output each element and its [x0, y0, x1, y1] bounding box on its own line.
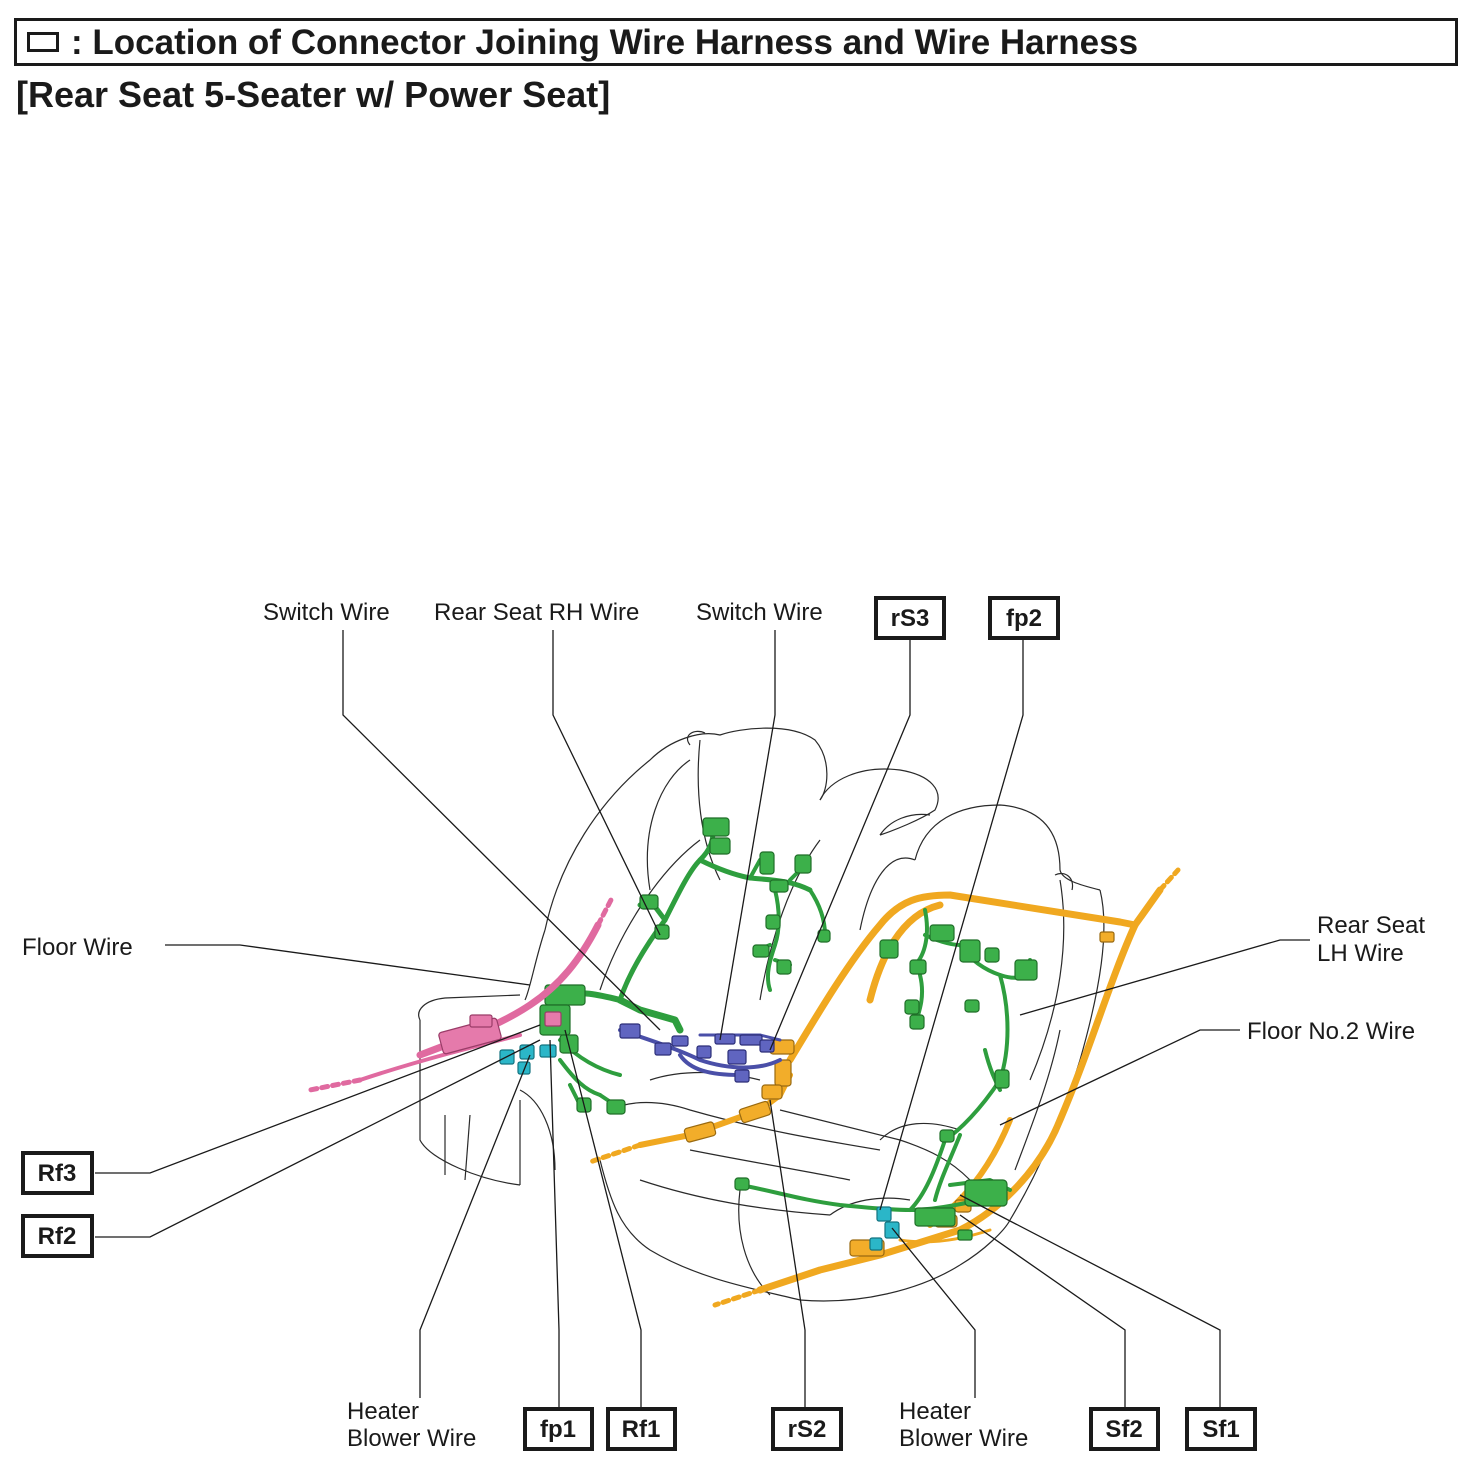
connector-code-Sf1: Sf1	[1202, 1416, 1239, 1443]
label-rear-seat-lh-wire-2: LH Wire	[1317, 940, 1404, 967]
connector-code-rS3: rS3	[891, 605, 930, 632]
label-heater-blower-right-2: Blower Wire	[899, 1425, 1028, 1452]
legend-header-box: : Location of Connector Joining Wire Har…	[14, 18, 1458, 66]
label-heater-blower-left-2: Blower Wire	[347, 1425, 476, 1452]
connector-code-rS2: rS2	[788, 1416, 827, 1443]
orange-harness	[587, 867, 1181, 1308]
connector-box-Sf1: Sf1	[1185, 1407, 1257, 1451]
connector-code-Rf1: Rf1	[622, 1416, 661, 1443]
connector-box-rS3: rS3	[874, 596, 946, 640]
connector-box-rS2: rS2	[771, 1407, 843, 1451]
connector-code-Rf2: Rf2	[38, 1223, 77, 1250]
connector-box-Rf2: Rf2	[21, 1214, 94, 1258]
connector-code-Rf3: Rf3	[38, 1160, 77, 1187]
label-floor-wire: Floor Wire	[22, 934, 133, 961]
leader-lines	[95, 630, 1310, 1408]
heater-blower-connectors	[499, 1044, 900, 1251]
label-floor-no2-wire: Floor No.2 Wire	[1247, 1018, 1415, 1045]
page-title: : Location of Connector Joining Wire Har…	[71, 23, 1139, 62]
pink-harness	[307, 895, 615, 1093]
connector-box-Sf2: Sf2	[1089, 1407, 1160, 1451]
label-rear-seat-rh-wire: Rear Seat RH Wire	[434, 599, 639, 626]
connector-symbol-icon	[27, 32, 59, 52]
label-switch-wire-left: Switch Wire	[263, 599, 390, 626]
connector-box-Rf3: Rf3	[21, 1151, 94, 1195]
label-switch-wire-right: Switch Wire	[696, 599, 823, 626]
label-heater-blower-left-1: Heater	[347, 1398, 419, 1425]
seat-outline	[418, 727, 1105, 1302]
green-harness	[539, 817, 1038, 1241]
page-subtitle: [Rear Seat 5-Seater w/ Power Seat]	[16, 74, 611, 115]
connector-box-fp2: fp2	[988, 596, 1060, 640]
connector-code-fp1: fp1	[540, 1416, 576, 1443]
blue-harness	[618, 1023, 782, 1083]
connector-code-Sf2: Sf2	[1105, 1416, 1142, 1443]
connector-code-fp2: fp2	[1006, 605, 1042, 632]
connector-box-fp1: fp1	[523, 1407, 594, 1451]
label-heater-blower-right-1: Heater	[899, 1398, 971, 1425]
label-rear-seat-lh-wire-1: Rear Seat	[1317, 912, 1425, 939]
connector-box-Rf1: Rf1	[606, 1407, 677, 1451]
